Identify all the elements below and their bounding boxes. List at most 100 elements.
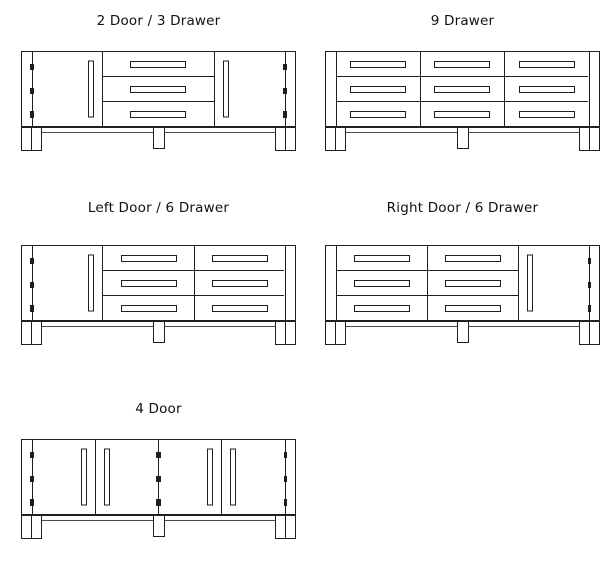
drawer-handle-icon (350, 110, 406, 118)
drawer-front (102, 295, 195, 320)
hinge-icon (29, 281, 34, 289)
drawer-front (195, 270, 285, 295)
drawer-front (103, 52, 214, 76)
side-panel-left (326, 246, 337, 320)
drawer-handle-icon (518, 60, 575, 68)
drawer-handle-icon (130, 85, 187, 93)
drawer-handle-icon (445, 254, 502, 262)
figure-title: 2 Door / 3 Drawer (96, 13, 221, 29)
drawer-front (337, 246, 428, 270)
leg-center (456, 322, 469, 343)
drawer-stack (427, 246, 519, 320)
hinge-icon (29, 499, 34, 506)
leg-right (275, 128, 296, 151)
leg-left (21, 516, 42, 539)
door-handle-icon (103, 448, 110, 506)
side-panel-right (588, 52, 600, 126)
cabinet-body (325, 245, 600, 322)
figure-title: 9 Drawer (430, 13, 495, 29)
door-handle-icon (230, 448, 237, 506)
hinge-icon (29, 87, 34, 95)
leg-center (152, 516, 165, 537)
cabinet-sections (336, 52, 589, 126)
door-handle-icon (207, 448, 214, 506)
figure-9-drawer: 9 Drawer (325, 11, 600, 152)
drawer-front (428, 270, 519, 295)
drawer-handle-icon (518, 85, 575, 93)
drawer-handle-icon (120, 254, 177, 262)
door-panel (94, 440, 161, 514)
figure-2-door-3-drawer: 2 Door / 3 Drawer (21, 11, 296, 152)
cabinet-body (21, 245, 296, 322)
drawer-stack (101, 52, 215, 126)
leg-left (325, 322, 346, 345)
door-handle-icon (80, 448, 87, 506)
drawer-stack (336, 246, 428, 320)
cabinet-body (325, 51, 600, 128)
drawer-handle-icon (434, 60, 491, 68)
cabinet-drawing (21, 51, 296, 152)
base-legs (325, 322, 600, 346)
figure-right-door-6-drawer: Right Door / 6 Drawer (325, 198, 600, 346)
door-handle-icon (87, 254, 94, 312)
drawer-front (428, 295, 519, 320)
door-panel (214, 52, 288, 126)
drawer-stack (336, 52, 420, 126)
drawer-stack (101, 246, 195, 320)
drawer-handle-icon (130, 110, 187, 118)
drawer-handle-icon (211, 254, 268, 262)
hinge-icon (156, 451, 160, 459)
hinge-icon (156, 475, 160, 483)
drawer-front (102, 76, 215, 101)
drawer-front (337, 52, 420, 76)
hinge-icon (283, 111, 288, 118)
base-legs (21, 128, 296, 152)
cabinet-drawing (325, 51, 600, 152)
base-legs (21, 322, 296, 346)
drawer-handle-icon (120, 304, 177, 312)
leg-left (21, 322, 42, 345)
hinge-icon (587, 281, 592, 289)
drawer-front (505, 52, 588, 76)
drawer-front (421, 52, 505, 76)
leg-left (325, 128, 346, 151)
cabinet-sections (29, 52, 288, 126)
drawer-front (505, 76, 589, 101)
drawer-handle-icon (434, 110, 491, 118)
leg-center (456, 128, 469, 149)
door-panel (29, 246, 102, 320)
door-panel (156, 440, 221, 514)
cabinet-sections (29, 440, 288, 514)
drawer-front (103, 246, 194, 270)
side-panel-right (284, 246, 296, 320)
hinge-icon (29, 111, 34, 118)
cabinet-body (21, 439, 296, 516)
leg-right (579, 322, 600, 345)
cabinet-sections (336, 246, 592, 320)
drawer-handle-icon (518, 110, 575, 118)
hinge-icon (587, 257, 592, 265)
drawer-front (102, 101, 215, 126)
drawer-stack (504, 52, 589, 126)
drawer-handle-icon (350, 60, 406, 68)
cabinet-body (21, 51, 296, 128)
cabinet-drawing (21, 439, 296, 540)
door-panel (29, 440, 95, 514)
drawer-front (336, 101, 420, 126)
hinge-icon (29, 475, 34, 483)
hinge-icon (29, 305, 34, 312)
drawer-handle-icon (353, 304, 410, 312)
door-panel (29, 52, 102, 126)
door-panel (518, 246, 592, 320)
drawer-front (195, 295, 285, 320)
drawer-handle-icon (350, 85, 406, 93)
drawer-handle-icon (445, 304, 502, 312)
drawer-stack (419, 52, 505, 126)
drawer-front (420, 76, 505, 101)
drawer-handle-icon (353, 254, 410, 262)
figure-title: 4 Door (135, 401, 182, 417)
figure-left-door-6-drawer: Left Door / 6 Drawer (21, 198, 296, 346)
hinge-icon (587, 305, 592, 312)
hinge-icon (283, 499, 288, 506)
